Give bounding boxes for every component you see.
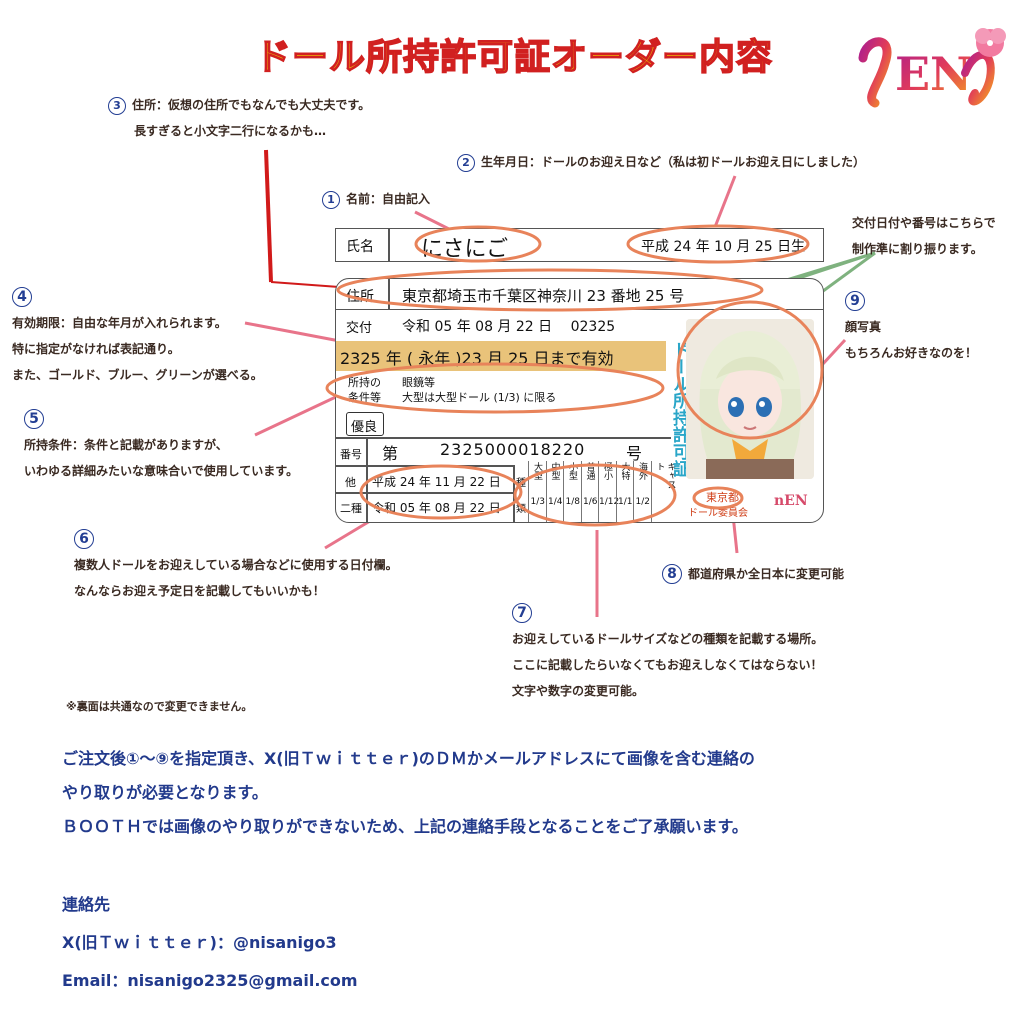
birth-date: 平成 24 年 10 月 25 日生 (641, 239, 806, 255)
kind-label-2: 類 (516, 504, 526, 515)
license-card: 住所 東京都埼玉市千葉区神奈川 23 番地 25 号 交付 令和 05 年 08… (335, 278, 824, 523)
back-side-note: ※裏面は共通なので変更できません。 (66, 700, 253, 713)
x-handle[interactable]: @nisanigo3 (232, 933, 337, 952)
note-6: 6 複数人ドールをお迎えしている場合などに使用する日付欄。 なんならお迎え予定日… (74, 529, 398, 598)
number-badge-5: 5 (24, 409, 44, 429)
kind-value: 1/1 (618, 497, 633, 507)
second-date: 令和 05 年 08 月 22 日 (372, 501, 501, 515)
kind-head: 小型 (567, 462, 577, 480)
kind-column: 大特 1/1 (615, 461, 634, 522)
condition-value-1: 眼鏡等 (402, 376, 435, 389)
kind-value: 1/8 (565, 497, 580, 507)
kind-head: 普通 (584, 462, 595, 480)
second-label: 二種 (340, 502, 362, 515)
kind-column: キャスト (650, 461, 676, 522)
mini-logo: nEN (774, 493, 808, 509)
excellent-badge: 優良 (346, 412, 384, 436)
note-7: 7 お迎えしているドールサイズなどの種類を記載する場所。 ここに記載したらいなく… (512, 603, 824, 698)
expiry-bar (336, 341, 666, 371)
kind-head: 中型 (549, 462, 560, 480)
number-badge-3: 3 (108, 97, 126, 115)
kind-column: 大型 1/3 (528, 461, 546, 522)
other-date: 平成 24 年 11 月 22 日 (372, 475, 501, 489)
number-label: 番号 (340, 448, 362, 461)
kind-head: 大特 (619, 462, 630, 480)
kind-head: 大型 (532, 462, 542, 480)
email-address[interactable]: nisanigo2325@gmail.com (127, 971, 358, 990)
issue-label: 交付 (346, 321, 373, 336)
email-label: Email： (62, 971, 128, 990)
number-suffix: 号 (626, 444, 643, 463)
kind-value: 1/2 (635, 497, 650, 507)
kind-head: キャスト (654, 462, 676, 489)
kind-value: 1/3 (530, 497, 545, 507)
license-number: 2325000018220 (440, 440, 586, 459)
note-4: 4 有効期限：自由な年月が入れられます。 特に指定がなければ表記通り。 また、ゴ… (12, 287, 263, 382)
number-prefix: 第 (382, 444, 399, 463)
number-badge-2: 2 (457, 154, 475, 172)
condition-label-1: 所持の (348, 376, 381, 389)
issue-note: 交付日付や番号はこちらで 制作準に割り振ります。 (852, 216, 996, 256)
contact-title: 連絡先 (62, 895, 111, 914)
prefecture: 東京都 (706, 491, 739, 504)
number-badge-7: 7 (512, 603, 532, 623)
kind-head: 極小 (602, 462, 612, 480)
number-badge-6: 6 (74, 529, 94, 549)
kind-column: 中型 1/4 (545, 461, 564, 522)
svg-text:EN: EN (895, 47, 972, 101)
kind-column: 普通 1/6 (580, 461, 599, 522)
number-badge-9: 9 (845, 291, 865, 311)
kind-column: 極小 1/12 (598, 461, 620, 522)
kind-value: 1/6 (583, 497, 598, 507)
number-badge-4: 4 (12, 287, 32, 307)
contact-section: 連絡先 X(旧Ｔｗｉｔｔｅｒ)：@nisanigo3 Email：nisanig… (62, 886, 358, 1000)
address-value: 東京都埼玉市千葉区神奈川 23 番地 25 号 (402, 287, 685, 305)
note-5: 5 所持条件：条件と記載がありますが、 いわゆる詳細みたいな意味合いで使用してい… (24, 409, 299, 478)
x-label: X(旧Ｔｗｉｔｔｅｒ)： (62, 933, 233, 952)
issue-value: 令和 05 年 08 月 22 日 02325 (402, 319, 616, 335)
kind-value: 1/4 (548, 497, 563, 507)
card-vertical-title: ドール所持許可証 (669, 341, 689, 477)
note-9: 9 顔写真 もちろんお好きなのを！ (845, 291, 978, 360)
other-label: 他 (345, 476, 356, 489)
brand-logo: EN (855, 18, 1015, 118)
expiry-text: 2325 年 ( 永年 )23 月 25 日まで有効 (340, 349, 614, 368)
number-badge-8: 8 (662, 564, 682, 584)
committee: ドール委員会 (688, 508, 748, 519)
order-instructions: ご注文後①〜⑨を指定頂き、X(旧Ｔｗｉｔｔｅｒ)のＤＭかメールアドレスにて画像を… (62, 749, 755, 836)
name-label: 氏名 (346, 239, 374, 255)
kind-column: 小型 1/8 (563, 461, 581, 522)
page-title: ドール所持許可証オーダー内容 (254, 36, 774, 79)
number-badge-1: 1 (322, 191, 340, 209)
kind-value: 1/12 (599, 497, 620, 507)
face-photo (686, 319, 814, 479)
condition-value-2: 大型は大型ドール (1/3) に限る (402, 391, 557, 404)
